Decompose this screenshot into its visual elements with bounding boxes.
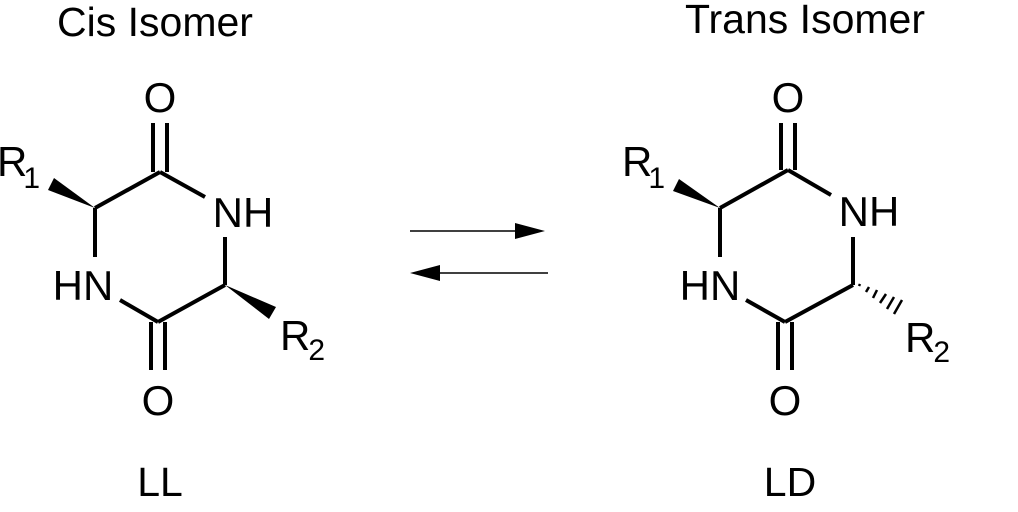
hn-label: HN — [680, 262, 741, 309]
nh-label: NH — [839, 188, 900, 235]
top-oxygen: O — [772, 74, 805, 121]
trans-config-label: LD — [764, 459, 816, 505]
r2-label: R2 — [905, 314, 950, 369]
cis-molecule: O NH HN O R1 R2 — [0, 74, 325, 424]
wedge-bond-r1 — [673, 179, 720, 208]
hashed-bond-r2 — [857, 283, 904, 315]
equilibrium-arrows — [410, 223, 548, 281]
wedge-bond-r2 — [225, 285, 276, 319]
trans-title: Trans Isomer — [685, 0, 925, 42]
r1-label: R1 — [0, 138, 40, 195]
top-oxygen: O — [144, 74, 177, 121]
bottom-oxygen: O — [142, 377, 175, 424]
nh-label: NH — [213, 189, 274, 236]
hn-label: HN — [53, 262, 114, 309]
trans-molecule: O NH HN O R1 R2 — [622, 74, 950, 424]
cis-title: Cis Isomer — [57, 0, 253, 45]
cis-config-label: LL — [137, 459, 183, 505]
forward-arrow-head — [515, 223, 545, 239]
reverse-arrow-head — [410, 265, 440, 281]
r2-label: R2 — [280, 312, 325, 367]
bottom-oxygen: O — [769, 377, 802, 424]
wedge-bond-r1 — [48, 178, 95, 208]
r1-label: R1 — [622, 138, 665, 195]
